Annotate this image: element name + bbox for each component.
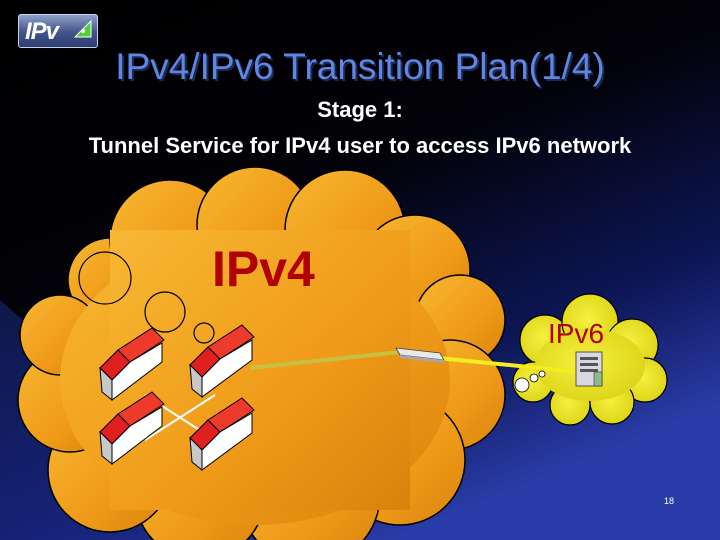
- router-icon: [395, 347, 445, 363]
- logo-text: IPv: [25, 18, 59, 45]
- tunnel-line: [249, 350, 581, 374]
- subtitle-stage: Stage 1:: [317, 97, 403, 122]
- slide-title: IPv4/IPv6 Transition Plan(1/4): [115, 46, 605, 87]
- ipv4-cloud: [17, 166, 506, 540]
- logo-icon: [73, 19, 92, 38]
- house-icon: [189, 397, 255, 472]
- ipv4-cloud-label: IPv4: [212, 241, 315, 297]
- server-icon: [575, 351, 603, 387]
- subtitle-description: Tunnel Service for IPv4 user to access I…: [88, 133, 632, 158]
- house-icon: [99, 327, 165, 402]
- page-number: 18: [664, 496, 675, 506]
- house-icon: [99, 391, 165, 466]
- logo: IPv: [18, 14, 98, 48]
- ipv6-cloud-label: IPv6: [548, 318, 605, 349]
- house-icon: [189, 324, 255, 399]
